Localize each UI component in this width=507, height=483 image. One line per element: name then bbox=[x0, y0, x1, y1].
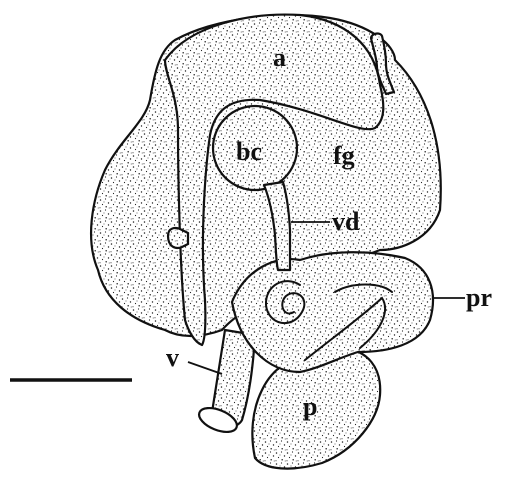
label-pr: pr bbox=[466, 283, 492, 312]
label-v: v bbox=[166, 343, 179, 372]
label-p: p bbox=[303, 392, 317, 421]
label-fg: fg bbox=[333, 141, 355, 170]
v-leader bbox=[188, 362, 222, 374]
prostate bbox=[232, 252, 433, 372]
label-a: a bbox=[273, 43, 286, 72]
label-vd: vd bbox=[332, 207, 360, 236]
label-bc: bc bbox=[236, 137, 262, 166]
lateral-knob bbox=[168, 228, 188, 248]
